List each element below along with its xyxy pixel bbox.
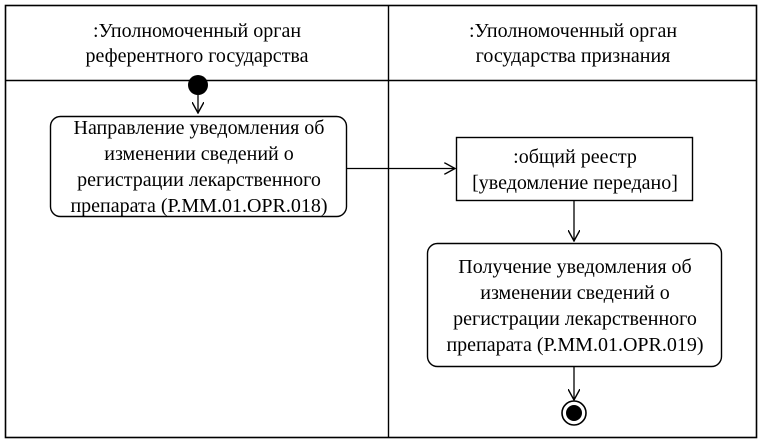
activity-text-line: изменении сведений о bbox=[480, 282, 670, 304]
send-activity-box bbox=[49, 115, 348, 218]
activity-text-line: препарата (P.MM.01.OPR.019) bbox=[446, 334, 704, 356]
lane-title-line: государства признания bbox=[475, 45, 671, 67]
activity-text-line: Направление уведомления об bbox=[73, 117, 325, 139]
swimlane-header-referent-state: :Уполномоченный орган референтного госуд… bbox=[6, 8, 388, 80]
object-text-line: [уведомление передано] bbox=[472, 171, 678, 194]
object-node-box bbox=[455, 136, 694, 202]
object-text-line: :общий реестр bbox=[513, 145, 637, 168]
receive-activity-box bbox=[426, 242, 723, 368]
activity-text-line: изменении сведений о bbox=[104, 143, 294, 165]
lane-title-line: референтного государства bbox=[85, 45, 309, 67]
final-node bbox=[561, 400, 587, 426]
activity-text-line: регистрации лекарственного bbox=[77, 169, 321, 191]
object-node: :общий реестр [уведомление передано] bbox=[457, 138, 693, 201]
swimlane-frame bbox=[4, 4, 758, 439]
receive-activity: Получение уведомления об изменении сведе… bbox=[428, 246, 722, 366]
send-activity: Направление уведомления об изменении све… bbox=[51, 117, 347, 217]
swimlane-header-recognition-state: :Уполномоченный орган государства призна… bbox=[389, 8, 757, 80]
activity-text-line: регистрации лекарственного bbox=[453, 308, 697, 330]
activity-text-line: препарата (P.MM.01.OPR.018) bbox=[70, 195, 328, 217]
lane-title-line: :Уполномоченный орган bbox=[468, 20, 678, 42]
activity-text-line: Получение уведомления об bbox=[458, 256, 692, 278]
initial-node bbox=[188, 75, 208, 95]
lane-title-line: :Уполномоченный орган bbox=[92, 20, 302, 42]
